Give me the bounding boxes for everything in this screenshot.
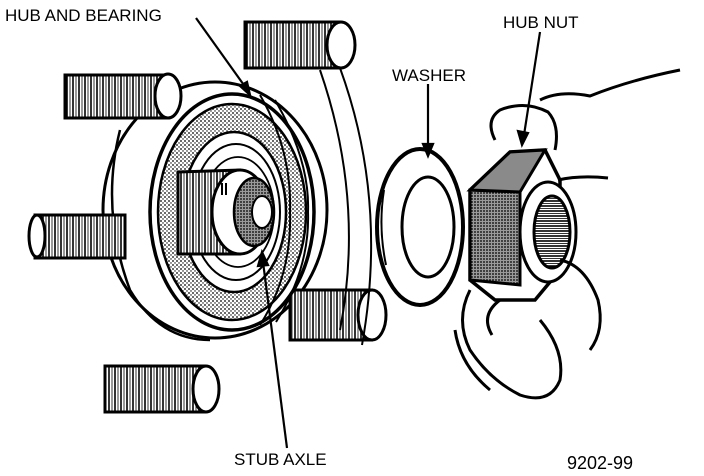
wheel-stud-lower-right — [288, 288, 388, 342]
wheel-stud-lower-left — [103, 364, 221, 414]
washer — [375, 147, 465, 307]
stud-shadow-lines — [319, 67, 373, 346]
hub-nut — [466, 148, 578, 302]
label-hub-nut: HUB NUT — [503, 13, 579, 32]
wheel-stud-left — [27, 213, 127, 260]
label-washer: WASHER — [392, 66, 466, 85]
figure-id: 9202-99 — [567, 453, 633, 473]
wheel-stud-top — [243, 20, 357, 70]
stub-axle — [176, 168, 276, 256]
hand — [453, 68, 681, 400]
leader-lines — [195, 17, 542, 449]
wheel-stud-upper-left — [63, 72, 183, 120]
label-stub-axle: STUB AXLE — [234, 450, 327, 469]
label-hub-and-bearing: HUB AND BEARING — [5, 6, 162, 25]
